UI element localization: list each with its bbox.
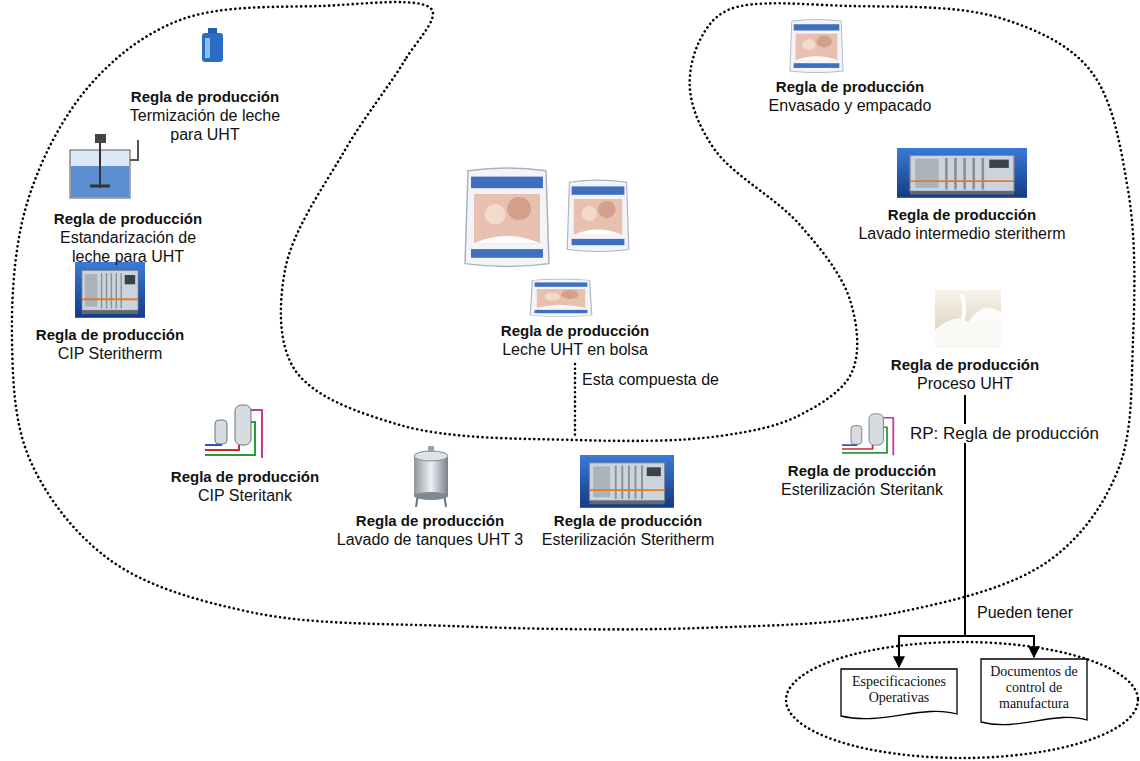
steritherm-photo — [580, 455, 674, 508]
rule-name: Lavado de tanques UHT 3 — [335, 530, 525, 549]
rule-name: CIP Steritank — [165, 486, 325, 505]
steritherm-photo — [897, 148, 1027, 198]
production-rule: Regla de producciónEsterilización Sterit… — [536, 512, 721, 549]
steel-tank-icon — [414, 446, 448, 507]
milk-can-icon — [202, 28, 223, 62]
rule-name: Estandarización de leche para UHT — [41, 228, 216, 266]
milk-bag-photo — [790, 20, 843, 73]
rule-name: Leche UHT en bolsa — [485, 340, 665, 359]
rule-heading: Regla de producción — [840, 206, 1085, 224]
document-group-outline — [786, 642, 1138, 758]
document-border — [841, 669, 957, 719]
rule-heading: Regla de producción — [30, 326, 190, 344]
region-outline — [12, 2, 1135, 629]
production-rule: Regla de producciónTermización de leche … — [123, 88, 288, 144]
production-rule: Regla de producciónCIP Steritherm — [30, 326, 190, 363]
rule-heading: Regla de producción — [536, 512, 721, 530]
production-rule: Regla de producciónCIP Steritank — [165, 468, 325, 505]
relation-label: Esta compuesta de — [582, 370, 719, 389]
cip-diagram-icon — [205, 405, 262, 458]
steritherm-photo — [75, 262, 145, 318]
connector-label: Pueden tener — [975, 603, 1075, 622]
rule-heading: Regla de producción — [165, 468, 325, 486]
rule-name: Esterilización Steritank — [770, 480, 955, 499]
production-rule: Regla de producciónEnvasado y empacado — [763, 78, 938, 115]
rule-name: Proceso UHT — [880, 374, 1050, 393]
rule-heading: Regla de producción — [880, 356, 1050, 374]
rule-heading: Regla de producción — [763, 78, 938, 96]
production-rule: Regla de producciónProceso UHT — [880, 356, 1050, 393]
rule-heading: Regla de producción — [41, 210, 216, 228]
rule-heading: Regla de producción — [123, 88, 288, 106]
abbreviation-note: RP: Regla de producción — [908, 424, 1101, 443]
document-shape: Especificaciones Operativas — [840, 668, 958, 724]
document-text: Documentos de control de manufactura — [986, 664, 1082, 712]
rule-name: CIP Steritherm — [30, 344, 190, 363]
rule-name: Lavado intermedio steritherm — [840, 224, 1085, 243]
rule-heading: Regla de producción — [335, 512, 525, 530]
production-rule: Regla de producciónLavado de tanques UHT… — [335, 512, 525, 549]
milk-bag-photo — [530, 279, 592, 316]
rule-name: Esterilización Steritherm — [536, 530, 721, 549]
document-text: Especificaciones Operativas — [846, 674, 952, 706]
production-rule: Regla de producciónEsterilización Sterit… — [770, 462, 955, 499]
mixing-tank-icon — [70, 134, 138, 198]
production-rule: Regla de producciónLavado intermedio ste… — [840, 206, 1085, 243]
production-rule: Regla de producciónLeche UHT en bolsa — [485, 322, 665, 359]
rule-name: Envasado y empacado — [763, 96, 938, 115]
document-border — [981, 659, 1087, 725]
production-rule: Regla de producciónEstandarización de le… — [41, 210, 216, 266]
milk-bag-photo — [567, 180, 629, 251]
milk-splash-photo — [935, 290, 1001, 348]
rule-heading: Regla de producción — [770, 462, 955, 480]
document-shape: Documentos de control de manufactura — [980, 658, 1088, 730]
rule-name: Termización de leche para UHT — [123, 106, 288, 144]
cip-diagram-icon — [842, 414, 893, 455]
dotted-leader — [574, 364, 577, 438]
rule-heading: Regla de producción — [485, 322, 665, 340]
milk-bag-photo — [465, 168, 549, 267]
